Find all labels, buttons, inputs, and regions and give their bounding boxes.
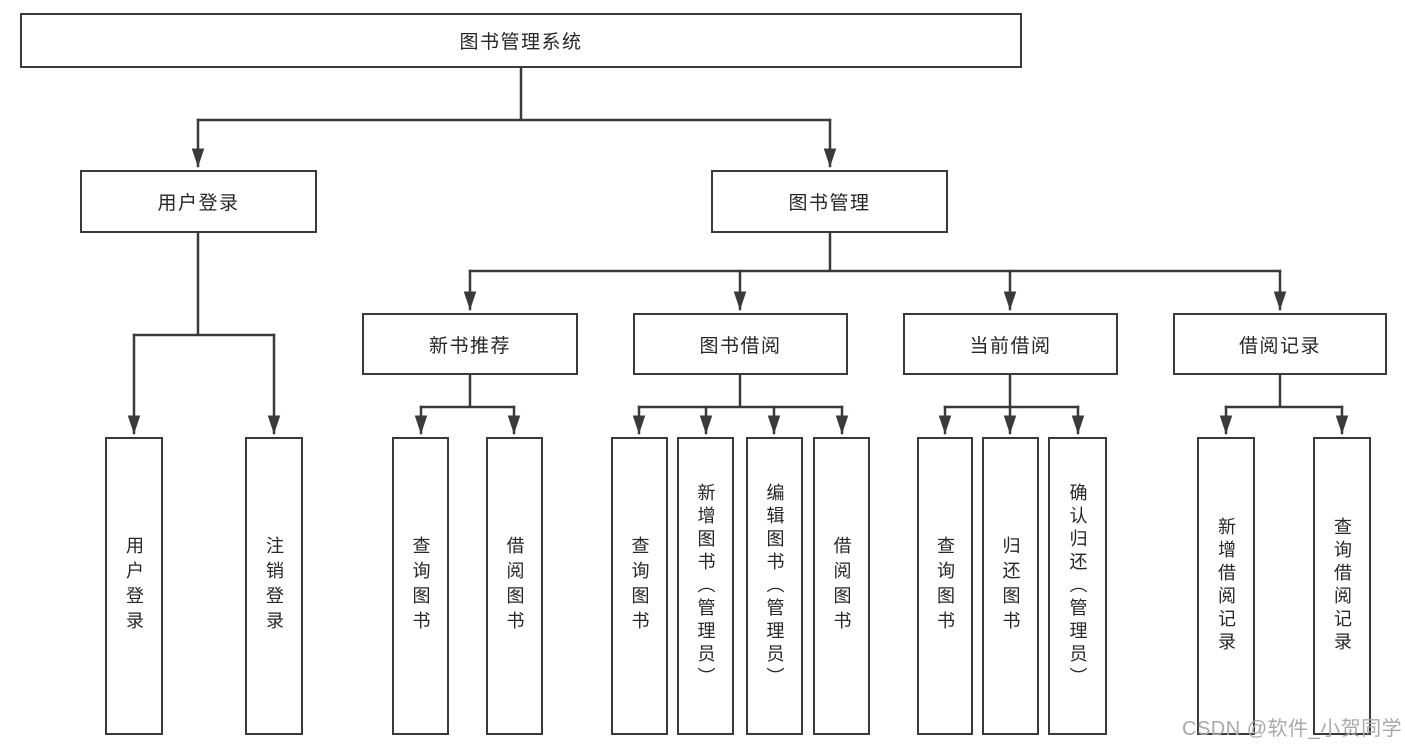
leaf-query-books-recommend: 查询图书 xyxy=(392,437,449,735)
node-label: 图书借阅 xyxy=(699,335,782,357)
leaf-query-books-borrowing: 查询图书 xyxy=(611,437,668,735)
connector-book-borrowing-bus xyxy=(637,373,844,409)
connector-book-management-bus xyxy=(468,231,1282,273)
connector-user-login-bus xyxy=(132,231,276,337)
node-label: 注销登录 xyxy=(264,536,284,636)
node-user-login: 用户登录 xyxy=(80,170,317,233)
leaf-borrow-books-recommend: 借阅图书 xyxy=(486,437,543,735)
node-label: 查询图书 xyxy=(935,536,955,636)
node-label: 确认归还（管理员） xyxy=(1067,482,1088,690)
connector-root-bus xyxy=(196,66,832,122)
leaf-logout: 注销登录 xyxy=(245,437,303,735)
node-label: 新增图书（管理员） xyxy=(695,482,716,690)
node-label: 借阅图书 xyxy=(831,536,852,636)
node-label: 图书管理系统 xyxy=(459,32,583,53)
node-label: 用户登录 xyxy=(157,193,240,214)
leaf-edit-book-admin: 编辑图书（管理员） xyxy=(746,437,803,735)
node-label: 编辑图书（管理员） xyxy=(764,482,785,690)
leaf-borrow-books: 借阅图书 xyxy=(813,437,870,735)
leaf-add-borrow-record: 新增借阅记录 xyxy=(1197,437,1255,735)
node-label: 新书推荐 xyxy=(428,335,511,357)
leaf-confirm-return-admin: 确认归还（管理员） xyxy=(1048,437,1107,735)
node-label: 借阅图书 xyxy=(504,536,525,636)
node-label: 图书管理 xyxy=(788,193,871,214)
leaf-query-books-current: 查询图书 xyxy=(917,437,973,735)
leaf-return-books: 归还图书 xyxy=(982,437,1039,735)
node-label: 当前借阅 xyxy=(969,335,1052,357)
node-label: 借阅记录 xyxy=(1238,335,1321,357)
node-library-management-system: 图书管理系统 xyxy=(20,13,1022,68)
node-borrowing-records: 借阅记录 xyxy=(1173,313,1387,375)
leaf-add-book-admin: 新增图书（管理员） xyxy=(677,437,734,735)
node-current-borrowing: 当前借阅 xyxy=(903,313,1118,375)
csdn-watermark: CSDN @软件_小贺同学 xyxy=(1182,718,1403,740)
connector-new-book-bus xyxy=(419,373,516,409)
node-new-book-recommendation: 新书推荐 xyxy=(362,313,578,375)
node-book-borrowing: 图书借阅 xyxy=(633,313,848,375)
node-label: 查询借阅记录 xyxy=(1332,517,1352,655)
leaf-query-borrow-record: 查询借阅记录 xyxy=(1313,437,1371,735)
node-book-management: 图书管理 xyxy=(711,170,948,233)
leaf-user-login: 用户登录 xyxy=(105,437,163,735)
node-label: 查询图书 xyxy=(629,536,650,636)
node-label: 归还图书 xyxy=(1000,536,1021,636)
node-label: 用户登录 xyxy=(124,536,144,636)
node-label: 查询图书 xyxy=(410,536,431,636)
connector-current-borrowing-bus xyxy=(943,373,1080,409)
node-label: 新增借阅记录 xyxy=(1216,517,1236,655)
connector-borrowing-records-bus xyxy=(1224,373,1344,409)
